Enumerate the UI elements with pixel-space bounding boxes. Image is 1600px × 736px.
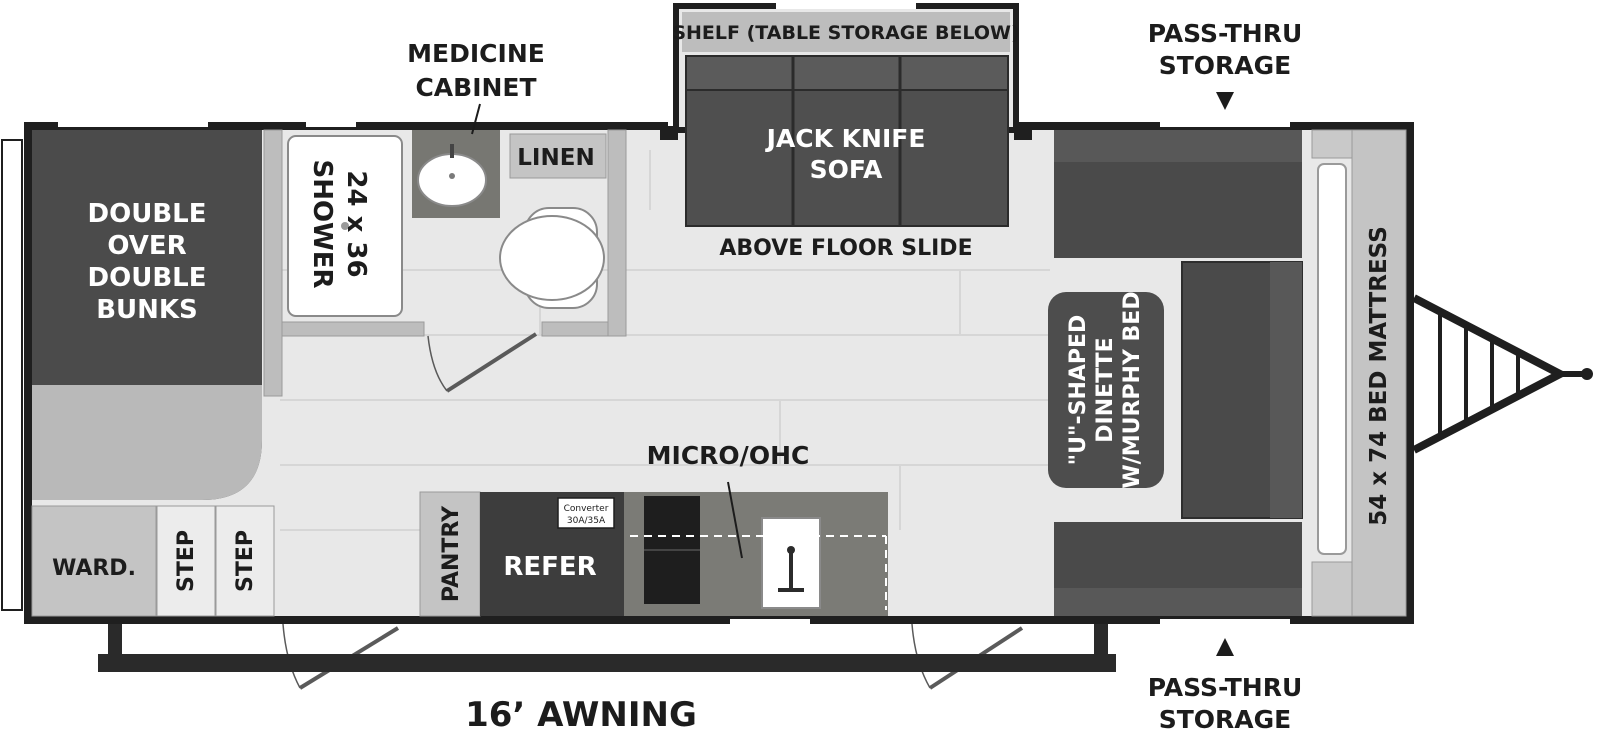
converter-label-2: 30A/35A [567,516,606,526]
mattress-label: 54 x 74 BED MATTRESS [1366,226,1392,526]
sofa-label-line2: SOFA [810,155,883,184]
bath-door-swing [427,332,538,393]
front-cabinet-bottom [1311,561,1353,617]
medicine-cabinet-pointer [471,103,481,135]
refer-label: REFER [503,552,596,582]
pass-thru-top-label-2: STORAGE [1159,51,1292,80]
medicine-cabinet-label-1: MEDICINE [407,39,545,68]
bunks-label-3: DOUBLE [88,263,207,293]
slide-window [776,3,916,9]
hitch-a-frame [1412,294,1593,454]
wardrobe-label: WARD. [52,556,136,581]
linen-label: LINEN [517,145,594,171]
dinette-label-3: W/MURPHY BED [1120,291,1145,488]
dinette-seat-bottom-back [1054,588,1302,616]
shower-label-2: SHOWER [307,159,337,288]
bath-wall-bottom-left [281,321,425,337]
step-1 [156,505,216,617]
bunk-wall [263,129,283,397]
step-2 [215,505,275,617]
rear-bumper [1,139,23,611]
awning-arm-left [108,624,122,656]
dinette-label-2: DINETTE [1093,337,1118,442]
toilet [499,207,605,309]
shower-drain [341,222,349,230]
bunks-label-1: DOUBLE [88,199,207,229]
sofa-label-line1: JACK KNIFE [765,124,926,153]
front-cabinet-top [1311,129,1353,159]
bunks-label-4: BUNKS [96,295,198,325]
sink-drain [449,173,455,179]
bath-wall-right [607,129,627,337]
slide-wall-right [1014,126,1032,140]
dinette-label-1: "U"-SHAPED [1066,315,1091,466]
dinette-seat-side-back [1270,262,1302,518]
windows [58,122,1290,624]
converter-box [557,497,615,529]
converter-label-1: Converter [564,504,609,514]
pass-thru-bottom-arrow [1216,638,1234,656]
slide-wall-left [660,126,678,140]
bunks-label-2: OVER [107,231,186,261]
sink-faucet [450,144,454,158]
front-window [1317,163,1347,555]
vanity-sink [417,153,487,207]
pass-thru-bottom-label-2: STORAGE [1159,705,1292,734]
cooktop [644,496,700,604]
awning-arm-right [1094,624,1108,656]
shelf-label: SHELF (TABLE STORAGE BELOW) [672,22,1019,44]
double-over-double-bunks [32,130,262,500]
micro-label: MICRO/OHC [647,441,810,470]
pantry [419,491,481,617]
micro-pointer [727,481,743,559]
step-2-label: STEP [233,530,258,592]
dinette-seat-top-back [1054,130,1302,162]
awning-label: 16’ AWNING [465,695,697,735]
mattress-strip [1351,129,1407,617]
linen-cabinet [509,133,607,179]
awning-bar [98,654,1116,672]
pass-thru-top-arrow [1216,92,1234,110]
wardrobe [31,505,157,617]
medicine-cabinet-label-2: CABINET [415,73,536,102]
jack-knife-sofa [685,55,1009,227]
slide-label: ABOVE FLOOR SLIDE [719,236,972,261]
shower-label-1: 24 x 36 [341,170,371,277]
pantry-label: PANTRY [439,505,464,602]
pass-thru-bottom-label-1: PASS-THRU [1148,673,1303,702]
dinette-table [1048,292,1164,488]
sink-faucet-kitchen [778,546,804,592]
pass-thru-top-label-1: PASS-THRU [1148,19,1303,48]
step-1-label: STEP [174,530,199,592]
shelf [682,12,1010,52]
